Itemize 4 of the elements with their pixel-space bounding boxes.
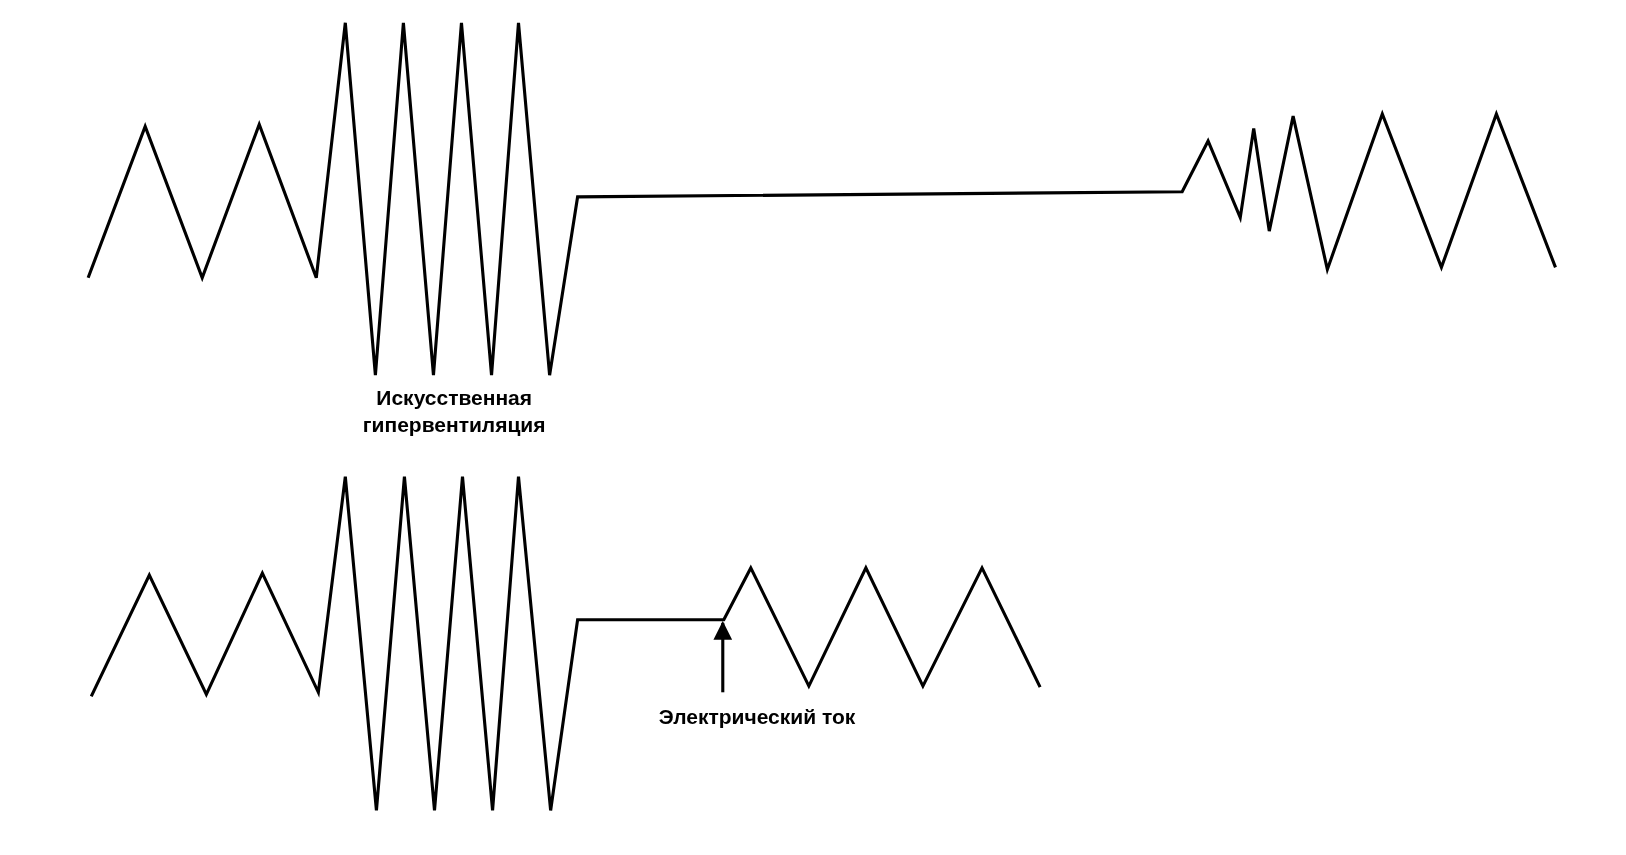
waveform-trace bbox=[89, 475, 1042, 812]
annotation-text: Искусственная гипервентиляция bbox=[361, 384, 547, 438]
annotation-text: Электрический ток bbox=[591, 703, 923, 731]
arrow bbox=[713, 621, 733, 693]
